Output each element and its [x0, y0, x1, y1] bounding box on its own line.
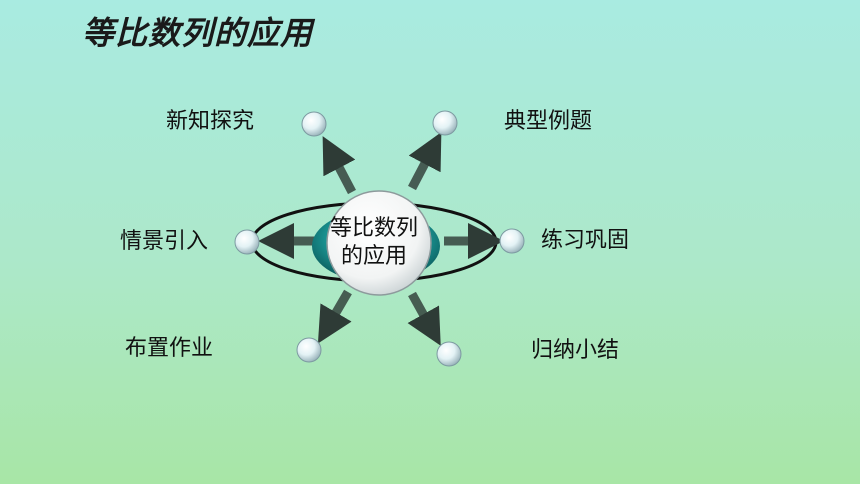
node-balls: [234, 110, 525, 367]
hub-label-line1: 等比数列: [329, 216, 418, 241]
node-label-bottom-right: 归纳小结: [531, 338, 620, 363]
node-label-top-right: 典型例题: [504, 109, 593, 134]
hub-circle: [326, 190, 432, 296]
arrow-top-left: [322, 136, 356, 195]
node-label-left: 情景引入: [120, 229, 209, 254]
node-ball-left: [234, 229, 260, 255]
node-ball-bottom-left: [296, 337, 322, 363]
node-label-right: 练习巩固: [541, 228, 630, 253]
node-label-bottom-left: 布置作业: [125, 336, 214, 361]
node-ball-top-left: [301, 111, 327, 137]
hub-label-line2: 的应用: [340, 244, 407, 269]
node-ball-right: [499, 228, 525, 254]
arrow-bottom-right: [407, 291, 441, 346]
hub-label: 等比数列 的应用: [316, 215, 432, 271]
slide-title: 等比数列的应用: [82, 14, 314, 52]
node-ball-top-right: [432, 110, 458, 136]
node-ball-bottom-right: [436, 341, 462, 367]
node-label-top-left: 新知探究: [166, 109, 255, 134]
arrow-top-right: [408, 132, 442, 191]
arrows: [258, 132, 504, 346]
arrow-bottom-left: [317, 289, 352, 344]
